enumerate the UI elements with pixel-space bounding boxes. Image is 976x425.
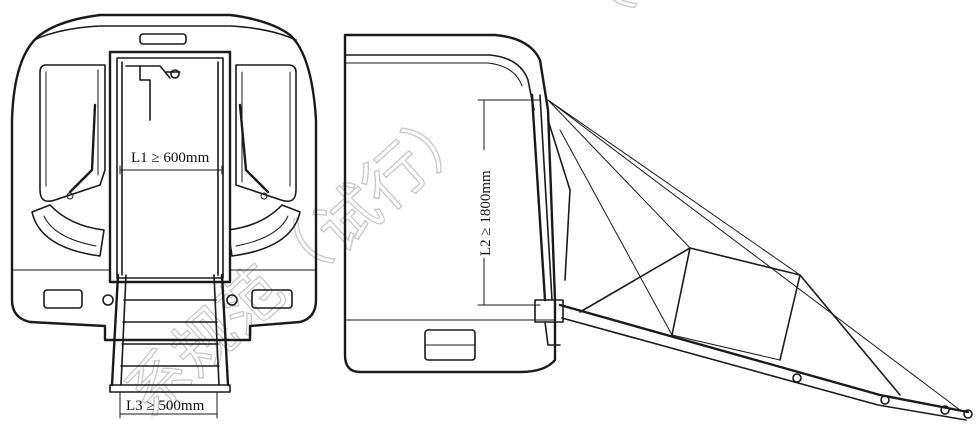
dimension-l2: L2 ≥ 1800mm xyxy=(473,99,541,306)
roof-edge xyxy=(344,54,535,111)
side-view: L2 ≥ 1800mm xyxy=(343,33,973,421)
evacuation-door-frame xyxy=(108,50,232,284)
right-windshield-frame xyxy=(241,71,291,187)
cab-outline xyxy=(10,13,318,342)
l1-label: L1 ≥ 600mm xyxy=(131,150,210,166)
ladder-rungs xyxy=(120,299,220,367)
side-body-outline xyxy=(343,33,557,374)
deployed-ramp xyxy=(547,99,973,421)
front-view: L1 ≥ 600mm L3 ≥ 500mm xyxy=(10,13,318,419)
headcode-light xyxy=(139,33,187,45)
left-wiper xyxy=(68,103,97,194)
left-headlight xyxy=(31,204,105,257)
l2-label: L2 ≥ 1800mm xyxy=(478,170,494,256)
roof-line xyxy=(33,25,297,41)
ramp-posts xyxy=(671,247,801,361)
left-windshield xyxy=(39,64,106,203)
right-lower-lamp xyxy=(251,289,293,309)
left-lower-lamp xyxy=(43,289,83,309)
dimension-l3: L3 ≥ 500mm xyxy=(119,391,218,419)
watermark-text-top: （ xyxy=(551,0,646,51)
right-wiper xyxy=(238,103,270,194)
right-headlight xyxy=(227,204,301,257)
ramp-handrail xyxy=(579,247,901,396)
l3-label: L3 ≥ 500mm xyxy=(126,398,205,414)
dimension-l1: L1 ≥ 600mm xyxy=(119,146,223,175)
right-windshield xyxy=(235,64,297,203)
door-hinge xyxy=(539,94,571,301)
evacuation-ladder xyxy=(102,273,238,393)
support-cables xyxy=(547,99,961,411)
watermark-text-right: 试行） xyxy=(301,87,488,266)
left-windshield-frame xyxy=(45,69,99,187)
door-mechanism xyxy=(125,65,181,121)
